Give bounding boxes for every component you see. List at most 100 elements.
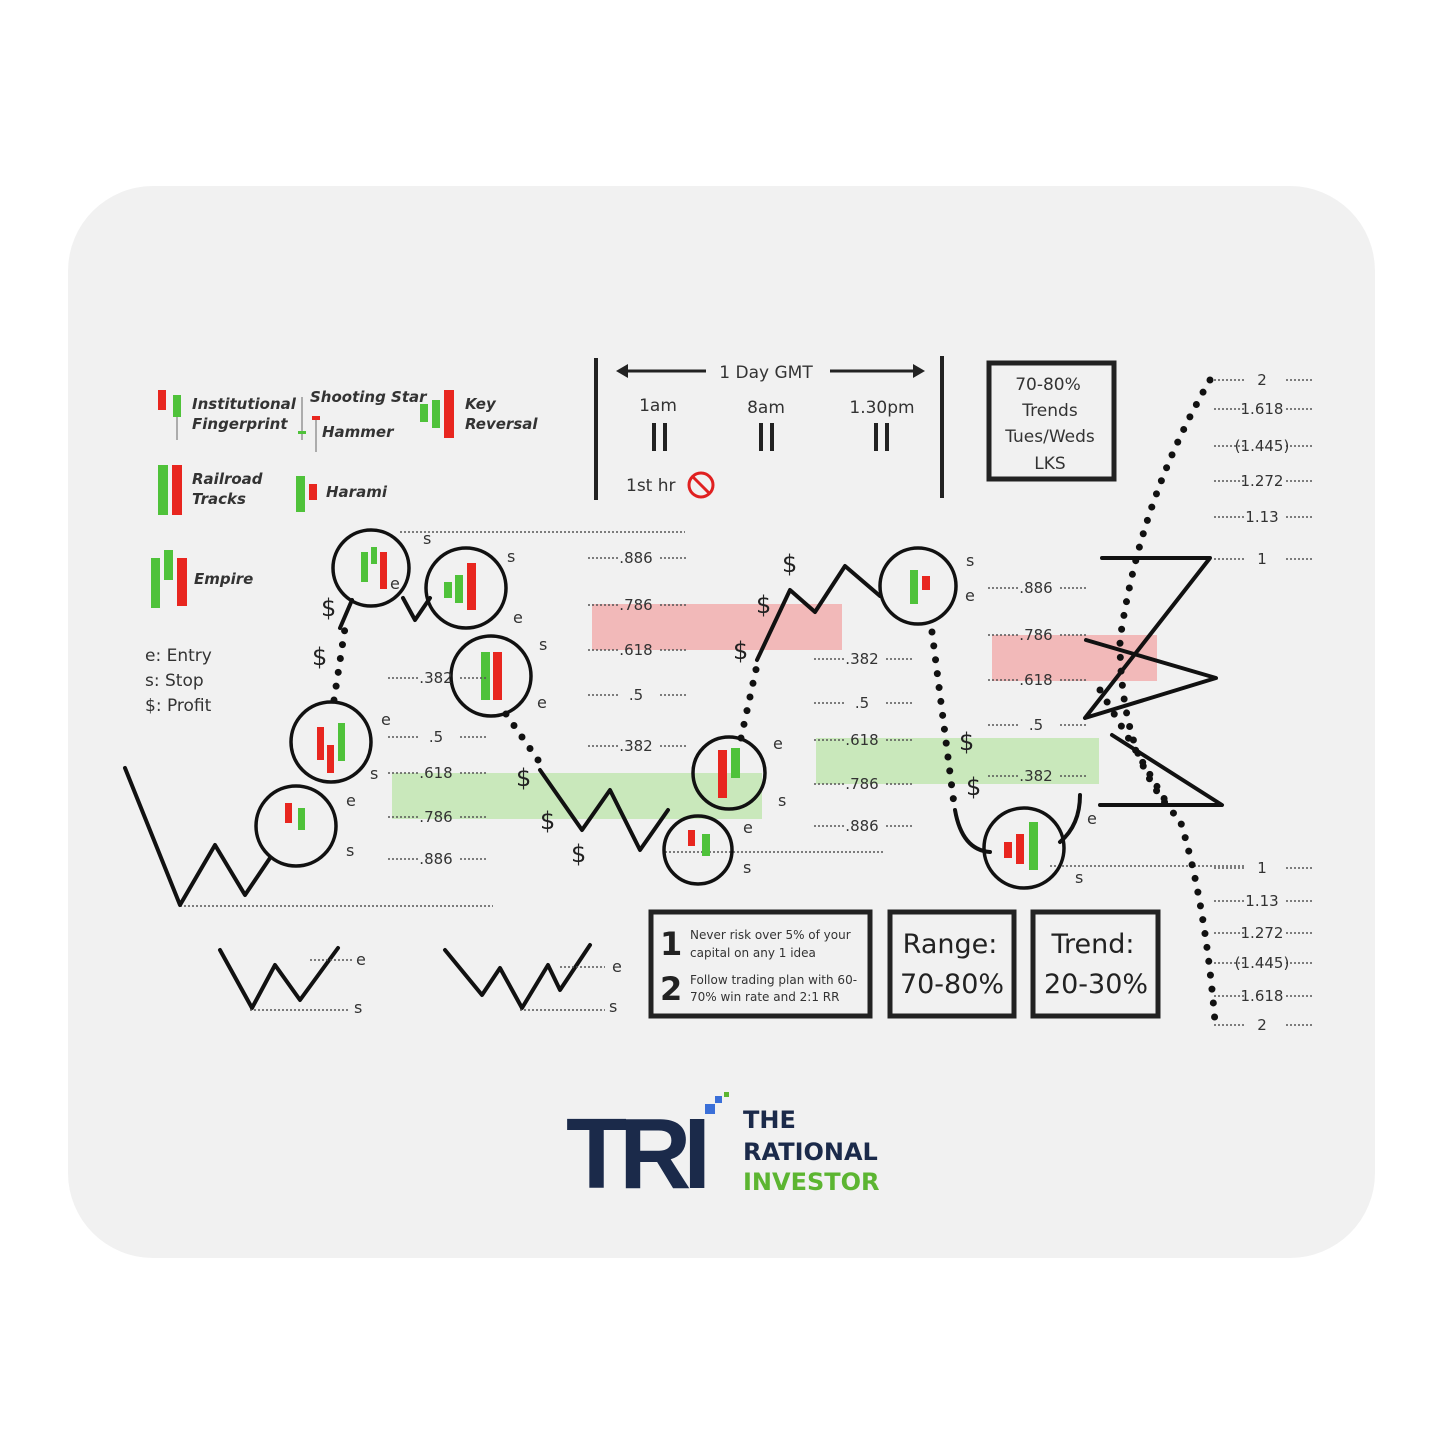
profit-marker: $ bbox=[782, 550, 797, 578]
candle-magnifiers bbox=[254, 528, 1066, 890]
fib-level-label: 1.618 bbox=[1241, 400, 1284, 418]
stop-marker: s bbox=[778, 791, 786, 810]
fib-level-label: .618 bbox=[845, 731, 878, 749]
fib-level-label: (1.445) bbox=[1235, 437, 1290, 455]
fibonacci-levels: .382 .5 .618 .786 .886 .886 .786 .618 .5 .382 .382… bbox=[388, 371, 1314, 1034]
fib-level-label: .886 bbox=[1019, 579, 1052, 597]
time-130pm: 1.30pm bbox=[849, 398, 914, 418]
profit-marker: $ bbox=[966, 773, 981, 801]
prohibited-icon bbox=[687, 471, 715, 499]
fib-level-label: .886 bbox=[619, 549, 652, 567]
rule-number: 2 bbox=[660, 970, 682, 1008]
stop-marker: s bbox=[354, 998, 362, 1017]
fib-level-label: 1.618 bbox=[1241, 987, 1284, 1005]
pattern-label: Hammer bbox=[322, 423, 395, 441]
fib-level-label: .382 bbox=[619, 737, 652, 755]
range-box bbox=[887, 909, 1017, 1019]
stop-marker: s bbox=[423, 529, 431, 548]
profit-marker: $ bbox=[733, 637, 748, 665]
stop-marker: s bbox=[370, 764, 378, 783]
fib-level-label: .5 bbox=[629, 686, 643, 704]
range-value: 70-80% bbox=[900, 969, 1004, 1000]
fib-level-label: .786 bbox=[419, 808, 452, 826]
fib-level-label: .5 bbox=[855, 694, 869, 712]
time-1am: 1am bbox=[639, 396, 677, 416]
fib-level-label: .786 bbox=[845, 775, 878, 793]
pattern-label: Shooting Star bbox=[310, 388, 428, 406]
stop-marker: s bbox=[609, 997, 617, 1016]
fib-level-label: .618 bbox=[619, 641, 652, 659]
trend-label: Trend: bbox=[1051, 929, 1135, 960]
fib-level-label: .618 bbox=[419, 764, 452, 782]
fib-level-label: (1.445) bbox=[1235, 954, 1290, 972]
fib-level-label: 2 bbox=[1257, 371, 1267, 389]
trends-box bbox=[986, 360, 1117, 482]
key-stop: s: Stop bbox=[145, 671, 204, 691]
fib-level-label: .5 bbox=[429, 728, 443, 746]
time-8am: 8am bbox=[747, 398, 785, 418]
fib-level-label: .382 bbox=[1019, 767, 1052, 785]
brand-line: RATIONAL bbox=[743, 1138, 878, 1166]
fib-level-label: 1.13 bbox=[1245, 892, 1278, 910]
loss-zone bbox=[592, 604, 842, 650]
pattern-label: Empire bbox=[194, 570, 253, 588]
rule-text: capital on any 1 idea bbox=[690, 946, 816, 960]
pattern-label: Key bbox=[465, 395, 497, 413]
first-hour-label: 1st hr bbox=[626, 476, 676, 496]
fib-level-label: 2 bbox=[1257, 1016, 1267, 1034]
entry-marker: e bbox=[356, 950, 366, 969]
railroad-tracks-candles bbox=[158, 465, 182, 515]
profit-marker: $ bbox=[756, 591, 771, 619]
profit-marker: $ bbox=[571, 840, 586, 868]
fib-level-label: .618 bbox=[1019, 671, 1052, 689]
trends-box-line: LKS bbox=[1034, 454, 1065, 474]
shooting-star-hammer-candles bbox=[298, 397, 320, 452]
pattern-label: Reversal bbox=[465, 415, 538, 433]
entry-marker: e bbox=[381, 710, 391, 729]
trends-box-line: Trends bbox=[1021, 401, 1078, 421]
profit-zone bbox=[816, 738, 1099, 784]
fib-level-label: .382 bbox=[419, 669, 452, 687]
empire-candles bbox=[151, 550, 187, 608]
pattern-legend: Institutional Fingerprint Shooting Star … bbox=[151, 388, 538, 608]
fib-level-label: 1 bbox=[1257, 859, 1267, 877]
guide-lines bbox=[180, 531, 1245, 907]
fib-level-label: .786 bbox=[619, 596, 652, 614]
trends-box-line: Tues/Weds bbox=[1004, 427, 1095, 447]
institutional-fingerprint-candles bbox=[158, 390, 181, 440]
rule-number: 1 bbox=[660, 925, 682, 963]
rule-text: 70% win rate and 2:1 RR bbox=[690, 990, 839, 1004]
entry-marker: e bbox=[513, 608, 523, 627]
pattern-label: Tracks bbox=[192, 490, 246, 508]
logo-mark: TRI bbox=[566, 1098, 705, 1210]
entry-marker: e bbox=[773, 734, 783, 753]
price-path bbox=[123, 376, 1224, 1026]
brand-line: INVESTOR bbox=[743, 1168, 880, 1196]
session-timeline: 1 Day GMT 1am 8am 1.30pm 1st hr bbox=[594, 356, 944, 500]
stop-marker: s bbox=[507, 547, 515, 566]
rules-box bbox=[648, 909, 873, 1019]
range-label: Range: bbox=[903, 929, 998, 960]
rule-text: Follow trading plan with 60- bbox=[690, 973, 857, 987]
entry-marker: e bbox=[346, 791, 356, 810]
stop-marker: s bbox=[346, 841, 354, 860]
fib-level-label: 1.13 bbox=[1245, 508, 1278, 526]
key-entry: e: Entry bbox=[145, 646, 212, 666]
harami-candles bbox=[296, 476, 317, 512]
stop-marker: s bbox=[743, 858, 751, 877]
trends-box-line: 70-80% bbox=[1015, 375, 1081, 395]
entry-marker: e bbox=[537, 693, 547, 712]
fib-level-label: .382 bbox=[845, 650, 878, 668]
brand-line: THE bbox=[743, 1106, 796, 1134]
entry-marker: e bbox=[612, 957, 622, 976]
fib-level-label: .886 bbox=[419, 850, 452, 868]
trend-value: 20-30% bbox=[1044, 969, 1148, 1000]
key-profit: $: Profit bbox=[145, 696, 212, 716]
entry-marker: e bbox=[390, 574, 400, 593]
fib-level-label: .886 bbox=[845, 817, 878, 835]
entry-marker: e bbox=[743, 818, 753, 837]
pattern-label: Railroad bbox=[192, 470, 263, 488]
entry-marker: e bbox=[1087, 809, 1097, 828]
